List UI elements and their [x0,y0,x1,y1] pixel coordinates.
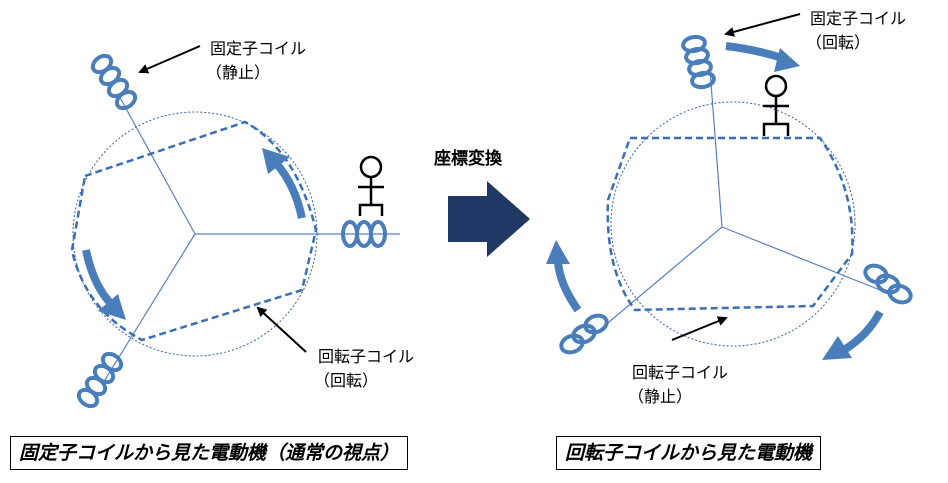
right-stator-coil-right-icon [863,263,913,305]
left-stator-label: 固定子コイル [210,39,307,58]
right-spoke-lower [589,226,723,339]
right-rotation-arrow-left-head [546,240,570,264]
left-rotor-coil-shape [70,120,318,342]
left-caption: 固定子コイルから見た電動機（通常の視点） [10,436,409,470]
left-rotation-arrow-upper-head [262,148,290,174]
right-stator-pointer-arrow [724,13,801,37]
left-stator-coil-right-icon [341,220,387,248]
right-rotation-arrow-top [725,42,784,62]
right-rotation-arrow-right [841,310,884,354]
left-stator-coil-lower-icon [76,351,124,409]
right-stator-label: 固定子コイル [810,9,907,28]
right-rotation-arrow-right-head [822,336,852,360]
left-rotation-arrow-lower-head [98,294,126,320]
right-stator-state: （回転） [806,33,871,52]
right-rotor-label: 回転子コイル [632,363,729,382]
left-rotation-arrow-lower [82,249,115,308]
left-rotor-label: 回転子コイル [318,347,415,366]
right-stator-coil-lower-icon [559,313,609,355]
left-rotor-state: （回転） [314,371,379,390]
left-motor [70,93,400,384]
left-stator-state: （静止） [206,63,271,82]
left-rotation-arrow-upper [272,160,306,219]
right-rotor-coil-shape [606,136,854,312]
right-rotor-circle [610,101,856,347]
left-rotor-pointer-arrow [256,306,307,353]
transform-arrow-icon [448,181,530,257]
transform-label: 座標変換 [434,149,502,169]
right-rotation-arrow-left [554,261,582,313]
right-spoke-right [721,226,881,291]
left-spoke-upper [117,93,196,235]
left-stator-coil-upper-icon [90,53,138,111]
right-motor [589,69,881,347]
right-observer-person-icon [762,74,790,136]
right-caption: 回転子コイルから見た電動機 [556,436,822,470]
left-stator-pointer-arrow [138,45,201,74]
right-rotor-pointer-arrow [671,316,728,341]
right-rotation-arrow-top-head [774,48,800,72]
right-spoke-upper [709,69,723,228]
right-rotor-state: （静止） [628,387,693,406]
right-stator-coil-upper-icon [681,34,716,90]
left-observer-person-icon [358,155,384,216]
